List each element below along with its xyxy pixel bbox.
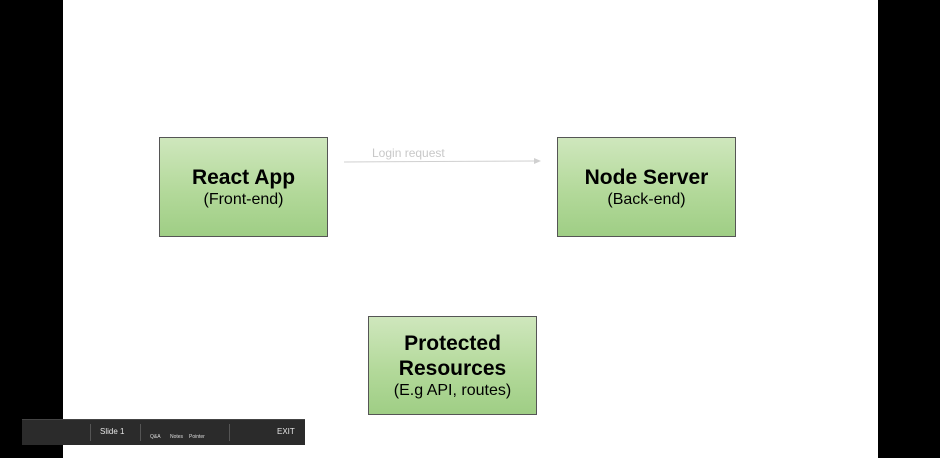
- toolbar-divider: [90, 424, 91, 441]
- node-server-box: Node Server (Back-end): [557, 137, 736, 237]
- node-server-title: Node Server: [584, 165, 709, 189]
- protected-resources-title-line2: Resources: [398, 356, 507, 380]
- presentation-slide: React App (Front-end) Login request Node…: [63, 0, 878, 458]
- qa-button[interactable]: Q&A: [150, 434, 161, 440]
- toolbar-divider: [140, 424, 141, 441]
- toolbar-divider: [229, 424, 230, 441]
- pointer-button[interactable]: Pointer: [189, 434, 205, 440]
- react-app-subtitle: (Front-end): [203, 190, 284, 208]
- protected-resources-title-line1: Protected: [404, 331, 501, 355]
- notes-button[interactable]: Notes: [170, 434, 184, 440]
- node-server-subtitle: (Back-end): [607, 190, 686, 208]
- react-app-box: React App (Front-end): [159, 137, 328, 237]
- protected-resources-box: Protected Resources (E.g API, routes): [368, 316, 537, 415]
- login-request-arrow: [344, 158, 541, 164]
- react-app-title: React App: [191, 165, 296, 189]
- protected-resources-subtitle: (E.g API, routes): [393, 381, 512, 399]
- presenter-toolbar: Slide 1 Q&A Notes Pointer EXIT: [22, 419, 305, 445]
- slide-indicator[interactable]: Slide 1: [100, 427, 125, 436]
- login-request-label: Login request: [372, 146, 445, 160]
- exit-button[interactable]: EXIT: [277, 427, 295, 436]
